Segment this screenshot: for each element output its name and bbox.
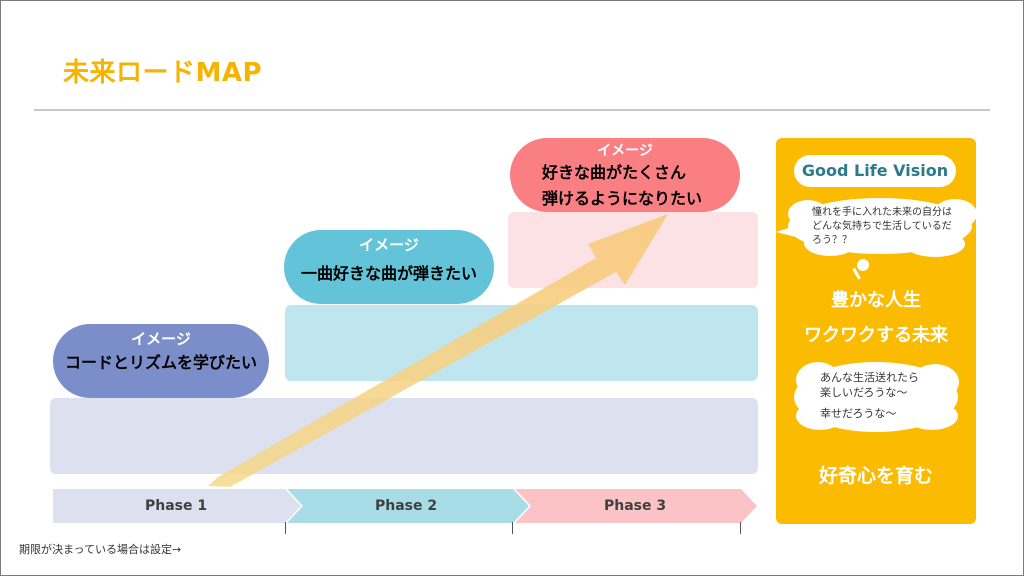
vision-rich-life: 豊かな人生 [831,290,921,311]
key-icon [852,259,869,280]
bubble2-text: あんな生活送れたら 楽しいだろうな〜 幸せだろうな〜 [820,370,919,421]
bubble1-line: ろう？？ [812,235,852,246]
image-pill-2: イメージ 一曲好きな曲が弾きたい [284,230,494,304]
image-caption-2: イメージ [359,236,419,254]
title-divider [34,109,990,111]
bubble1-line: どんな気持ちで生活しているだ [812,221,952,232]
bubble2-line: あんな生活送れたら [820,371,919,384]
growth-arrow-shape [208,214,668,487]
phase2-label: Phase 2 [375,498,438,514]
bubble1-text: 憧れを手に入れた未来の自分は どんな気持ちで生活しているだ ろう？？ [812,206,952,248]
page-title: 未来ロードMAP [63,58,263,88]
phase-tick [285,522,286,534]
image-text-1: コードとリズムを学びたい [64,353,257,372]
bubble1-line: 憧れを手に入れた未来の自分は [812,207,952,218]
phase2-chevron [287,489,529,523]
image-pill-1: イメージ コードとリズムを学びたい [53,324,269,398]
vision-footer: 好奇心を育む [818,465,933,487]
image-caption-1: イメージ [131,330,191,348]
vision-title: Good Life Vision [794,155,956,187]
phase3-chevron [515,489,757,523]
thought-bubble-1 [776,198,977,257]
image-text-2: 一曲好きな曲が弾きたい [300,264,477,283]
bubble2-line: 楽しいだろうな〜 [820,386,908,399]
image-text-3b: 弾けるようになりたい [542,189,703,208]
bubble2-line: 幸せだろうな〜 [820,407,897,420]
image-caption-3: イメージ [597,143,653,159]
phase-tick [740,522,741,534]
phase3-label: Phase 3 [604,498,667,514]
image-pill-3: イメージ 好きな曲がたくさん 弾けるようになりたい [510,138,740,212]
phase1-chevron [53,489,301,523]
phase1-label: Phase 1 [145,498,208,514]
vision-exciting-future: ワクワクする未来 [804,325,948,346]
deadline-note: 期限が決まっている場合は設定→ [19,543,182,556]
image-text-3a: 好きな曲がたくさん [542,163,687,182]
phase1-band [50,398,758,474]
thought-bubble-2 [794,362,959,432]
phase-tick [512,522,513,534]
